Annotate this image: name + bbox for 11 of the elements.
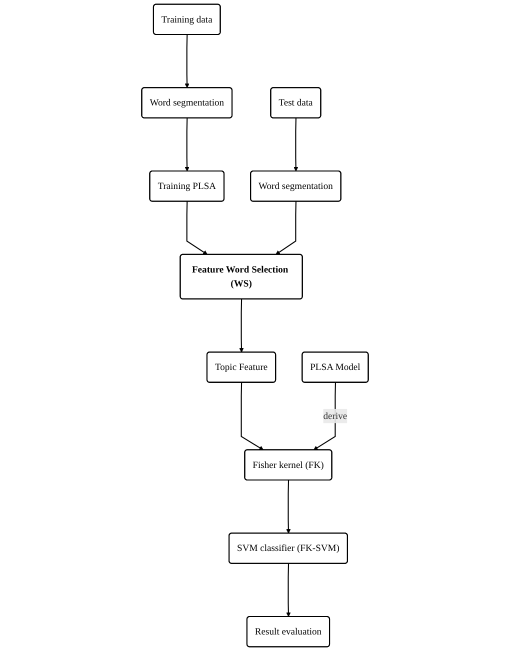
- arrow: [240, 382, 264, 450]
- arrow: [184, 118, 190, 172]
- arrow: [184, 34, 190, 88]
- arrow: [286, 564, 291, 617]
- edge-label: derive: [323, 410, 348, 422]
- arrow: [239, 299, 244, 353]
- arrow: [186, 202, 208, 255]
- arrow: [275, 202, 296, 255]
- arrow: [313, 382, 336, 450]
- arrow: [294, 118, 298, 172]
- arrow: [286, 480, 291, 534]
